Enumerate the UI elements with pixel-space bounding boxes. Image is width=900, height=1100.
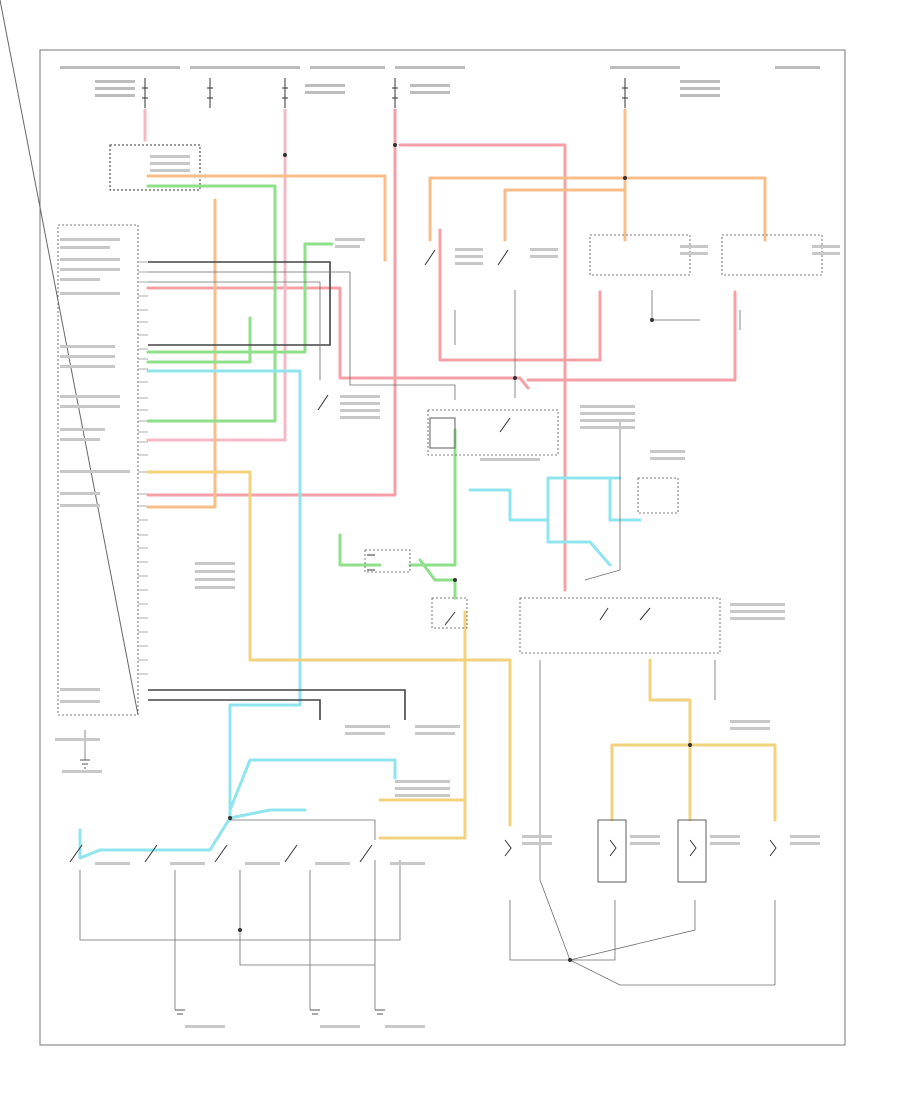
gray-wires (79, 271, 776, 1010)
fuse-symbols-top (142, 78, 628, 108)
header-text-blocks (60, 66, 820, 97)
component-boxes (364, 234, 823, 654)
ignition-relay-symbol (109, 144, 201, 191)
control-module-box (57, 224, 139, 716)
ground-symbols (80, 759, 385, 1015)
orange-wire (146, 108, 767, 509)
switch-symbols (69, 249, 651, 863)
green-wire (146, 184, 457, 600)
ignition-relay-text (150, 155, 190, 172)
cyan-wire (78, 369, 642, 860)
pink-wire (143, 108, 287, 442)
diagram-frame (39, 49, 846, 1046)
red-wire (146, 108, 737, 592)
module-pin-labels (60, 238, 130, 703)
dark-wires (148, 261, 406, 720)
actuator-symbols (367, 554, 777, 857)
yellow-wire (146, 470, 777, 840)
component-label-marks (55, 238, 840, 1028)
relay-boxes-solid (429, 417, 707, 883)
splice-dots (228, 143, 692, 962)
module-pin-ticks (138, 261, 148, 675)
